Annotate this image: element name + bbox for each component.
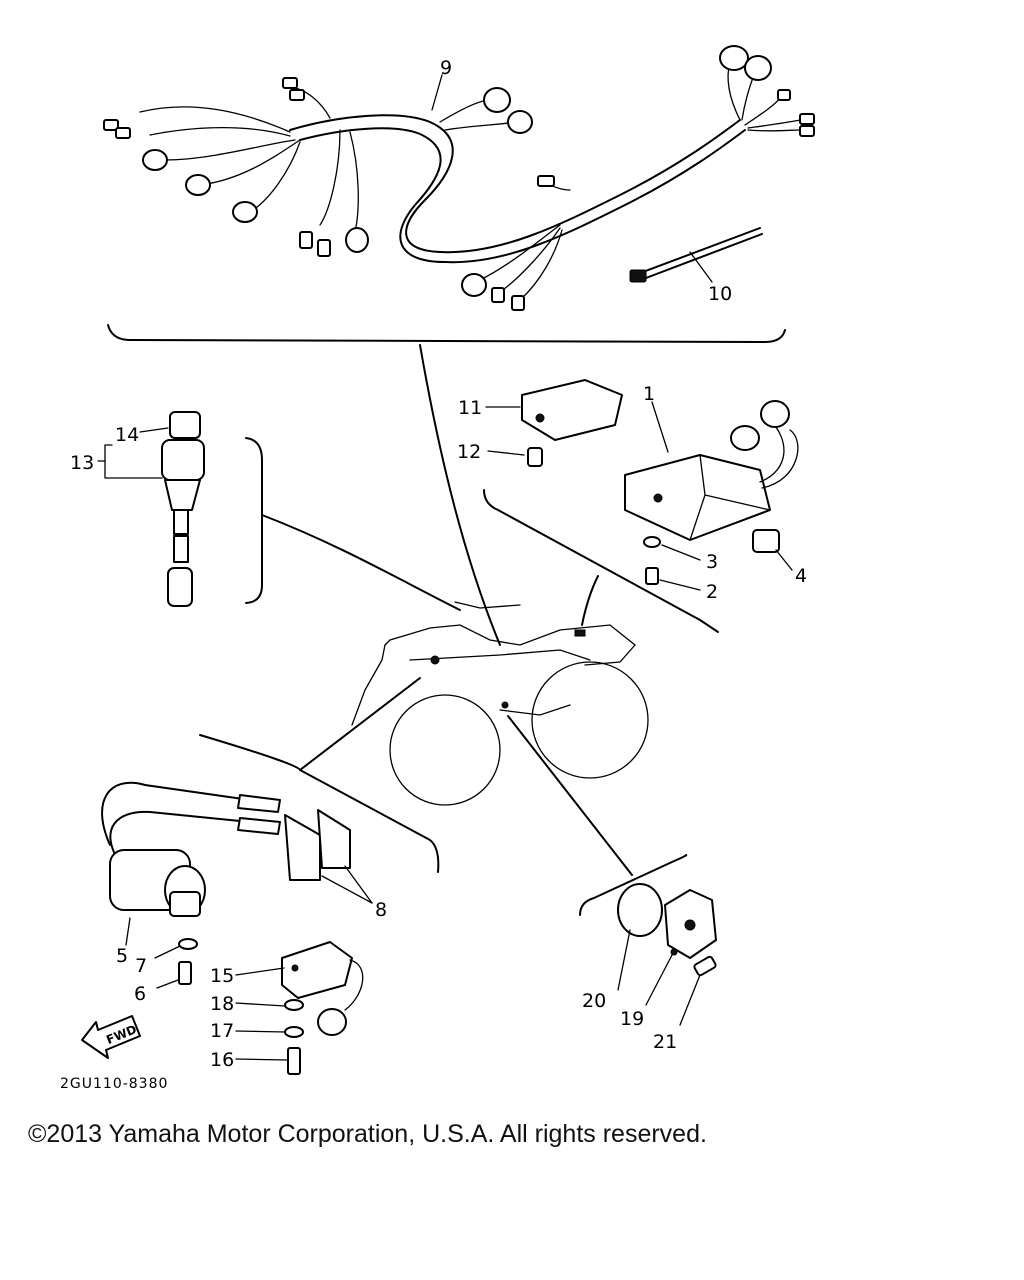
wire-harness: [103, 45, 815, 311]
callout-4: 4: [795, 565, 807, 587]
callout-1: 1: [643, 383, 655, 405]
rectifier-regulator: [521, 379, 623, 467]
relay-unit: [281, 941, 364, 1075]
cable-tie: [629, 227, 763, 283]
callout-12: 12: [457, 441, 481, 463]
callout-7: 7: [135, 955, 147, 977]
harness-bracket: [107, 324, 786, 343]
callout-16: 16: [210, 1049, 234, 1071]
callout-2: 2: [706, 581, 718, 603]
ignition-coil: [101, 781, 351, 985]
callout-13: 13: [70, 452, 94, 474]
callout-6: 6: [134, 983, 146, 1005]
callout-15: 15: [210, 965, 234, 987]
callout-5: 5: [116, 945, 128, 967]
cdi-unit: [624, 400, 799, 585]
callout-3: 3: [706, 551, 718, 573]
callout-11: 11: [458, 397, 482, 419]
copyright-notice: ©2013 Yamaha Motor Corporation, U.S.A. A…: [28, 1120, 707, 1148]
fwd-arrow-icon: FWD: [81, 1015, 141, 1059]
main-switch: [161, 411, 205, 607]
callout-20: 20: [582, 990, 606, 1012]
atv-silhouette: [351, 601, 649, 806]
drawing-code: 2GU110-8380: [60, 1076, 168, 1092]
callout-21: 21: [653, 1031, 677, 1053]
callout-10: 10: [708, 283, 732, 305]
callout-14: 14: [115, 424, 139, 446]
callout-19: 19: [620, 1008, 644, 1030]
callout-17: 17: [210, 1020, 234, 1042]
callout-9: 9: [440, 57, 452, 79]
callout-18: 18: [210, 993, 234, 1015]
parts-diagram: 9 10 14 13 11 12: [60, 45, 815, 1092]
callout-8: 8: [375, 899, 387, 921]
neutral-switch: [617, 883, 717, 977]
